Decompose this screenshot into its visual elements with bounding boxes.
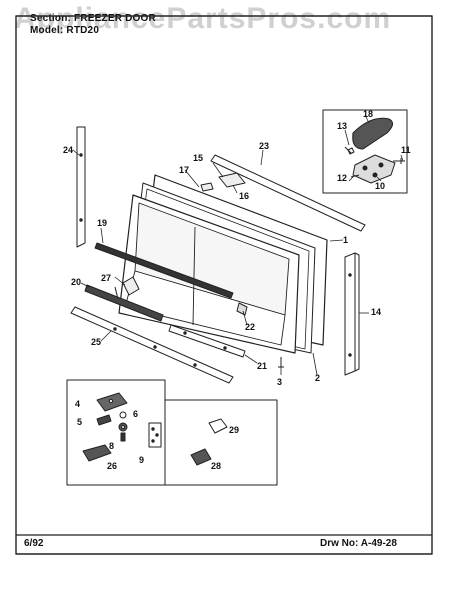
part-25-bottom-strip [70, 306, 234, 384]
part-18-cover [352, 117, 393, 150]
callout-3: 3 [277, 377, 283, 387]
part-19-shelf-bar [94, 242, 234, 299]
section-label: Section: [30, 13, 72, 24]
liner-lower-cavity [124, 270, 286, 346]
callout-29: 29 [229, 425, 240, 435]
part-9-plate [148, 422, 162, 448]
callout-1: 1 [343, 235, 349, 245]
part-13-screw [344, 146, 355, 155]
part-27-retainer [122, 276, 140, 296]
diagram-frame: 1 2 3 4 5 6 8 9 10 11 12 13 14 15 16 17 … [15, 15, 433, 555]
callout-14: 14 [371, 307, 382, 317]
part-10-bracket [352, 154, 396, 184]
callout-15: 15 [193, 153, 204, 163]
callout-27: 27 [101, 273, 112, 283]
callout-9: 9 [139, 455, 145, 465]
footer-drawing-number: Drw No: A-49-28 [320, 538, 397, 549]
callout-20: 20 [71, 277, 82, 287]
part-23-top-strip [210, 154, 366, 232]
inset-box-hinge-cover [322, 109, 408, 194]
part-20-lower-bar [84, 284, 164, 322]
callout-16: 16 [239, 191, 250, 201]
callout-24: 24 [63, 145, 74, 155]
callout-25: 25 [91, 337, 102, 347]
part-6-washer [119, 411, 127, 419]
leader-lines [72, 114, 404, 376]
model-heading: Model: RTD20 [30, 25, 99, 36]
inset-box-reversal-parts [165, 399, 278, 486]
part-24-left-strip [76, 126, 86, 248]
part-3-screw [278, 357, 284, 368]
callout-10: 10 [375, 181, 386, 191]
part-12-pin [350, 174, 360, 178]
watermark: AppliancePartsPros.com [14, 2, 392, 35]
callout-26: 26 [107, 461, 118, 471]
callout-11: 11 [401, 145, 411, 155]
model-label: Model: [30, 25, 64, 36]
callout-28: 28 [211, 461, 222, 471]
part-5-shim [96, 414, 112, 426]
callout-4: 4 [75, 399, 81, 409]
callout-17: 17 [179, 165, 190, 175]
callout-12: 12 [337, 173, 348, 183]
callout-5: 5 [77, 417, 83, 427]
part-28-bracket [190, 448, 212, 466]
drawing-label: Drw No: [320, 538, 359, 549]
part-14-right-strip [344, 252, 356, 376]
model-value: RTD20 [66, 25, 100, 36]
part-15-handle-bracket [218, 172, 246, 188]
section-heading: Section: FREEZER DOOR [30, 13, 156, 24]
callout-21: 21 [257, 361, 268, 371]
footer-date: 6/92 [24, 538, 44, 549]
exploded-parts-diagram [15, 15, 433, 555]
part-22-clip [236, 302, 248, 316]
callout-19: 19 [97, 218, 108, 228]
callout-6: 6 [133, 409, 139, 419]
section-value: FREEZER DOOR [74, 13, 156, 24]
part-26-bracket [82, 444, 112, 462]
callout-2: 2 [315, 373, 321, 383]
callout-18: 18 [363, 109, 374, 119]
part-29-bracket [208, 418, 228, 434]
callout-22: 22 [245, 322, 256, 332]
diagram-border [15, 15, 433, 555]
callout-13: 13 [337, 121, 348, 131]
callout-23: 23 [259, 141, 270, 151]
drawing-number: A-49-28 [360, 538, 397, 549]
callout-8: 8 [109, 441, 115, 451]
part-17-clip [200, 182, 214, 192]
